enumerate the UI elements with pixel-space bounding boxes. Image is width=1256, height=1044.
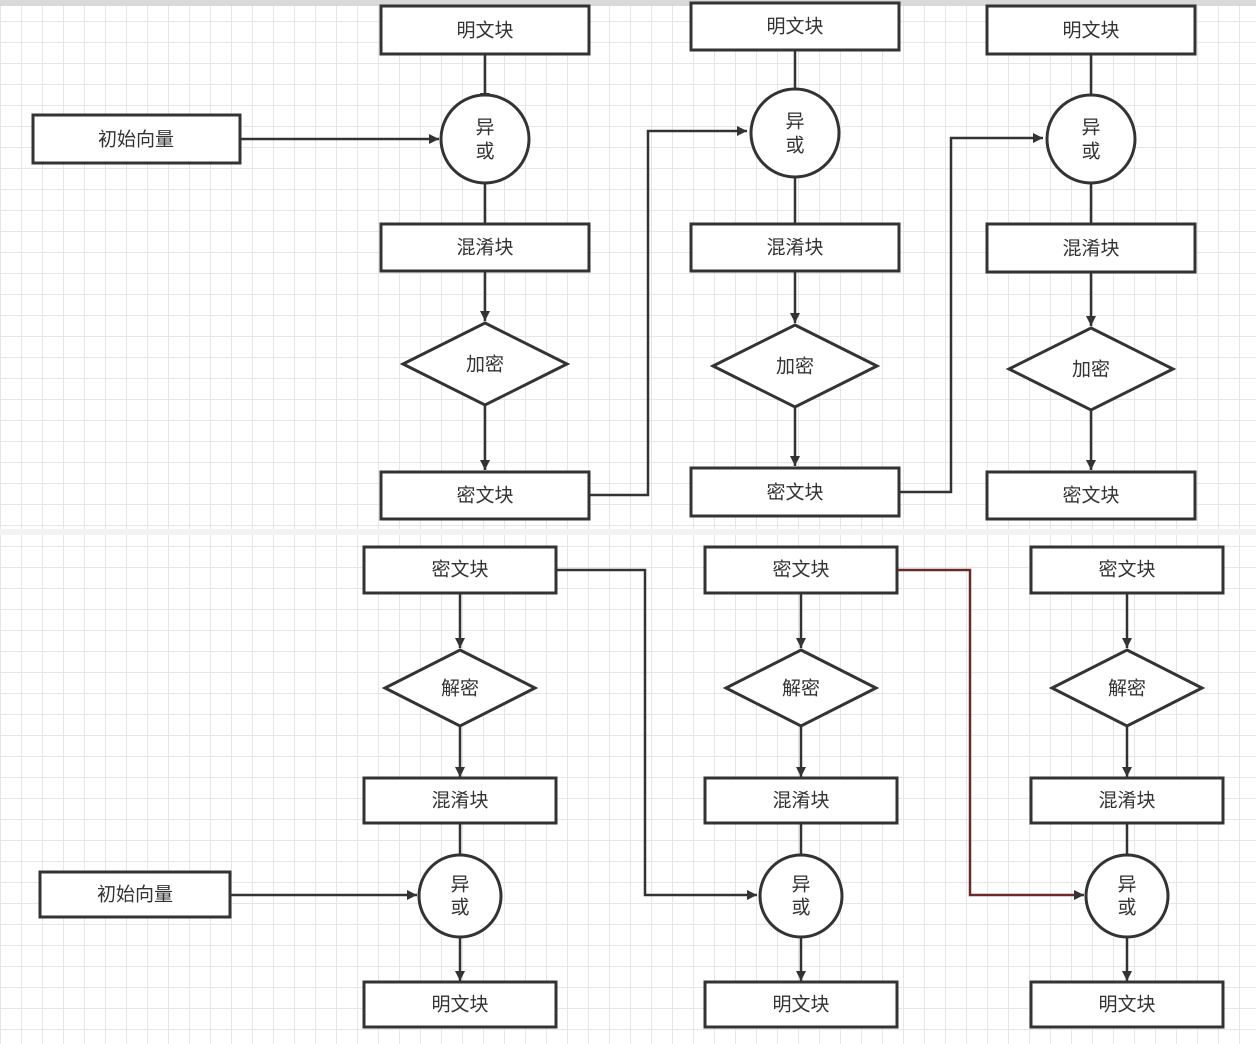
xor-node-d2[interactable]: 异 或 (758, 853, 844, 939)
mix-block-d3[interactable]: 混淆块 (1029, 776, 1225, 825)
mix-block-d3-label: 混淆块 (1098, 790, 1155, 812)
plain-block-e3[interactable]: 明文块 (985, 4, 1197, 56)
xor-node-d3-label-1: 异 (1117, 874, 1136, 896)
xor-node-e1-label-1: 异 (475, 117, 494, 139)
plain-block-d1[interactable]: 明文块 (362, 980, 558, 1029)
decrypt-node-d3[interactable]: 解密 (1048, 648, 1206, 728)
init-vector-bottom[interactable]: 初始向量 (38, 870, 232, 919)
plain-block-d2-label: 明文块 (772, 994, 829, 1016)
mix-block-d2[interactable]: 混淆块 (703, 776, 899, 825)
plain-block-d2[interactable]: 明文块 (703, 980, 899, 1029)
top-bar (0, 0, 1256, 6)
plain-block-d3-label: 明文块 (1098, 994, 1155, 1016)
cipher-block-e3[interactable]: 密文块 (985, 470, 1197, 521)
mix-block-e1[interactable]: 混淆块 (379, 222, 591, 273)
init-vector-top[interactable]: 初始向量 (31, 113, 242, 165)
mix-block-e2-label: 混淆块 (766, 237, 823, 259)
mix-block-e2[interactable]: 混淆块 (689, 222, 901, 273)
xor-node-d2-label-1: 异 (791, 874, 810, 896)
cipher-block-e2-label: 密文块 (766, 482, 823, 504)
xor-node-e2[interactable]: 异 或 (749, 87, 841, 179)
decrypt-node-d1-label: 解密 (441, 678, 479, 700)
xor-node-e1[interactable]: 异 或 (439, 93, 531, 185)
xor-node-e3[interactable]: 异 或 (1045, 93, 1137, 185)
init-vector-top-label: 初始向量 (98, 129, 174, 151)
mix-block-e3-label: 混淆块 (1062, 238, 1119, 260)
xor-node-e2-label-1: 异 (785, 111, 804, 133)
cipher-block-d1[interactable]: 密文块 (362, 545, 558, 595)
plain-block-e2-label: 明文块 (766, 16, 823, 38)
cipher-block-e1-label: 密文块 (456, 485, 513, 507)
encrypt-node-e2-label: 加密 (776, 356, 814, 378)
edge-cipher2-to-xor3 (899, 133, 1043, 494)
cipher-block-d3[interactable]: 密文块 (1029, 545, 1225, 595)
cipher-block-d2-label: 密文块 (772, 559, 829, 581)
plain-block-e1[interactable]: 明文块 (379, 4, 591, 56)
xor-node-d1[interactable]: 异 或 (417, 853, 503, 939)
section-divider (0, 529, 1256, 535)
edge-cipher1-to-xor2 (589, 126, 747, 497)
plain-block-e2[interactable]: 明文块 (689, 1, 901, 52)
plain-block-d1-label: 明文块 (431, 994, 488, 1016)
encrypt-node-e1[interactable]: 加密 (399, 321, 571, 407)
cipher-block-e2[interactable]: 密文块 (689, 466, 901, 518)
decrypt-node-d3-label: 解密 (1108, 678, 1146, 700)
xor-node-d1-label-1: 异 (450, 874, 469, 896)
cipher-block-d3-label: 密文块 (1098, 559, 1155, 581)
plain-block-e3-label: 明文块 (1062, 20, 1119, 42)
mix-block-d2-label: 混淆块 (772, 790, 829, 812)
xor-node-d3-label-2: 或 (1117, 897, 1136, 919)
xor-node-e2-label-2: 或 (785, 135, 804, 157)
encrypt-node-e3-label: 加密 (1072, 359, 1110, 381)
decrypt-node-d1[interactable]: 解密 (381, 648, 539, 728)
cipher-block-d2[interactable]: 密文块 (703, 545, 899, 595)
xor-node-e3-label-1: 异 (1081, 117, 1100, 139)
encrypt-node-e3[interactable]: 加密 (1005, 326, 1177, 412)
plain-block-d3[interactable]: 明文块 (1029, 980, 1225, 1029)
mix-block-d1[interactable]: 混淆块 (362, 776, 558, 825)
xor-node-d3[interactable]: 异 或 (1084, 853, 1170, 939)
xor-node-d2-label-2: 或 (791, 897, 810, 919)
xor-node-d1-label-2: 或 (450, 897, 469, 919)
cipher-block-e3-label: 密文块 (1062, 485, 1119, 507)
xor-node-e1-label-2: 或 (475, 141, 494, 163)
decrypt-node-d2-label: 解密 (782, 678, 820, 700)
mix-block-d1-label: 混淆块 (431, 790, 488, 812)
edge-dcipher1-to-xor2 (556, 568, 757, 900)
mix-block-e3[interactable]: 混淆块 (985, 222, 1197, 274)
edge-dcipher2-to-xor3 (897, 568, 1084, 900)
xor-node-e3-label-2: 或 (1081, 141, 1100, 163)
init-vector-bottom-label: 初始向量 (97, 884, 173, 906)
encrypt-node-e2[interactable]: 加密 (709, 323, 881, 409)
encrypt-node-e1-label: 加密 (466, 354, 504, 376)
plain-block-e1-label: 明文块 (456, 20, 513, 42)
mix-block-e1-label: 混淆块 (456, 237, 513, 259)
decrypt-node-d2[interactable]: 解密 (722, 648, 880, 728)
cipher-block-d1-label: 密文块 (431, 559, 488, 581)
cipher-block-e1[interactable]: 密文块 (379, 470, 591, 521)
